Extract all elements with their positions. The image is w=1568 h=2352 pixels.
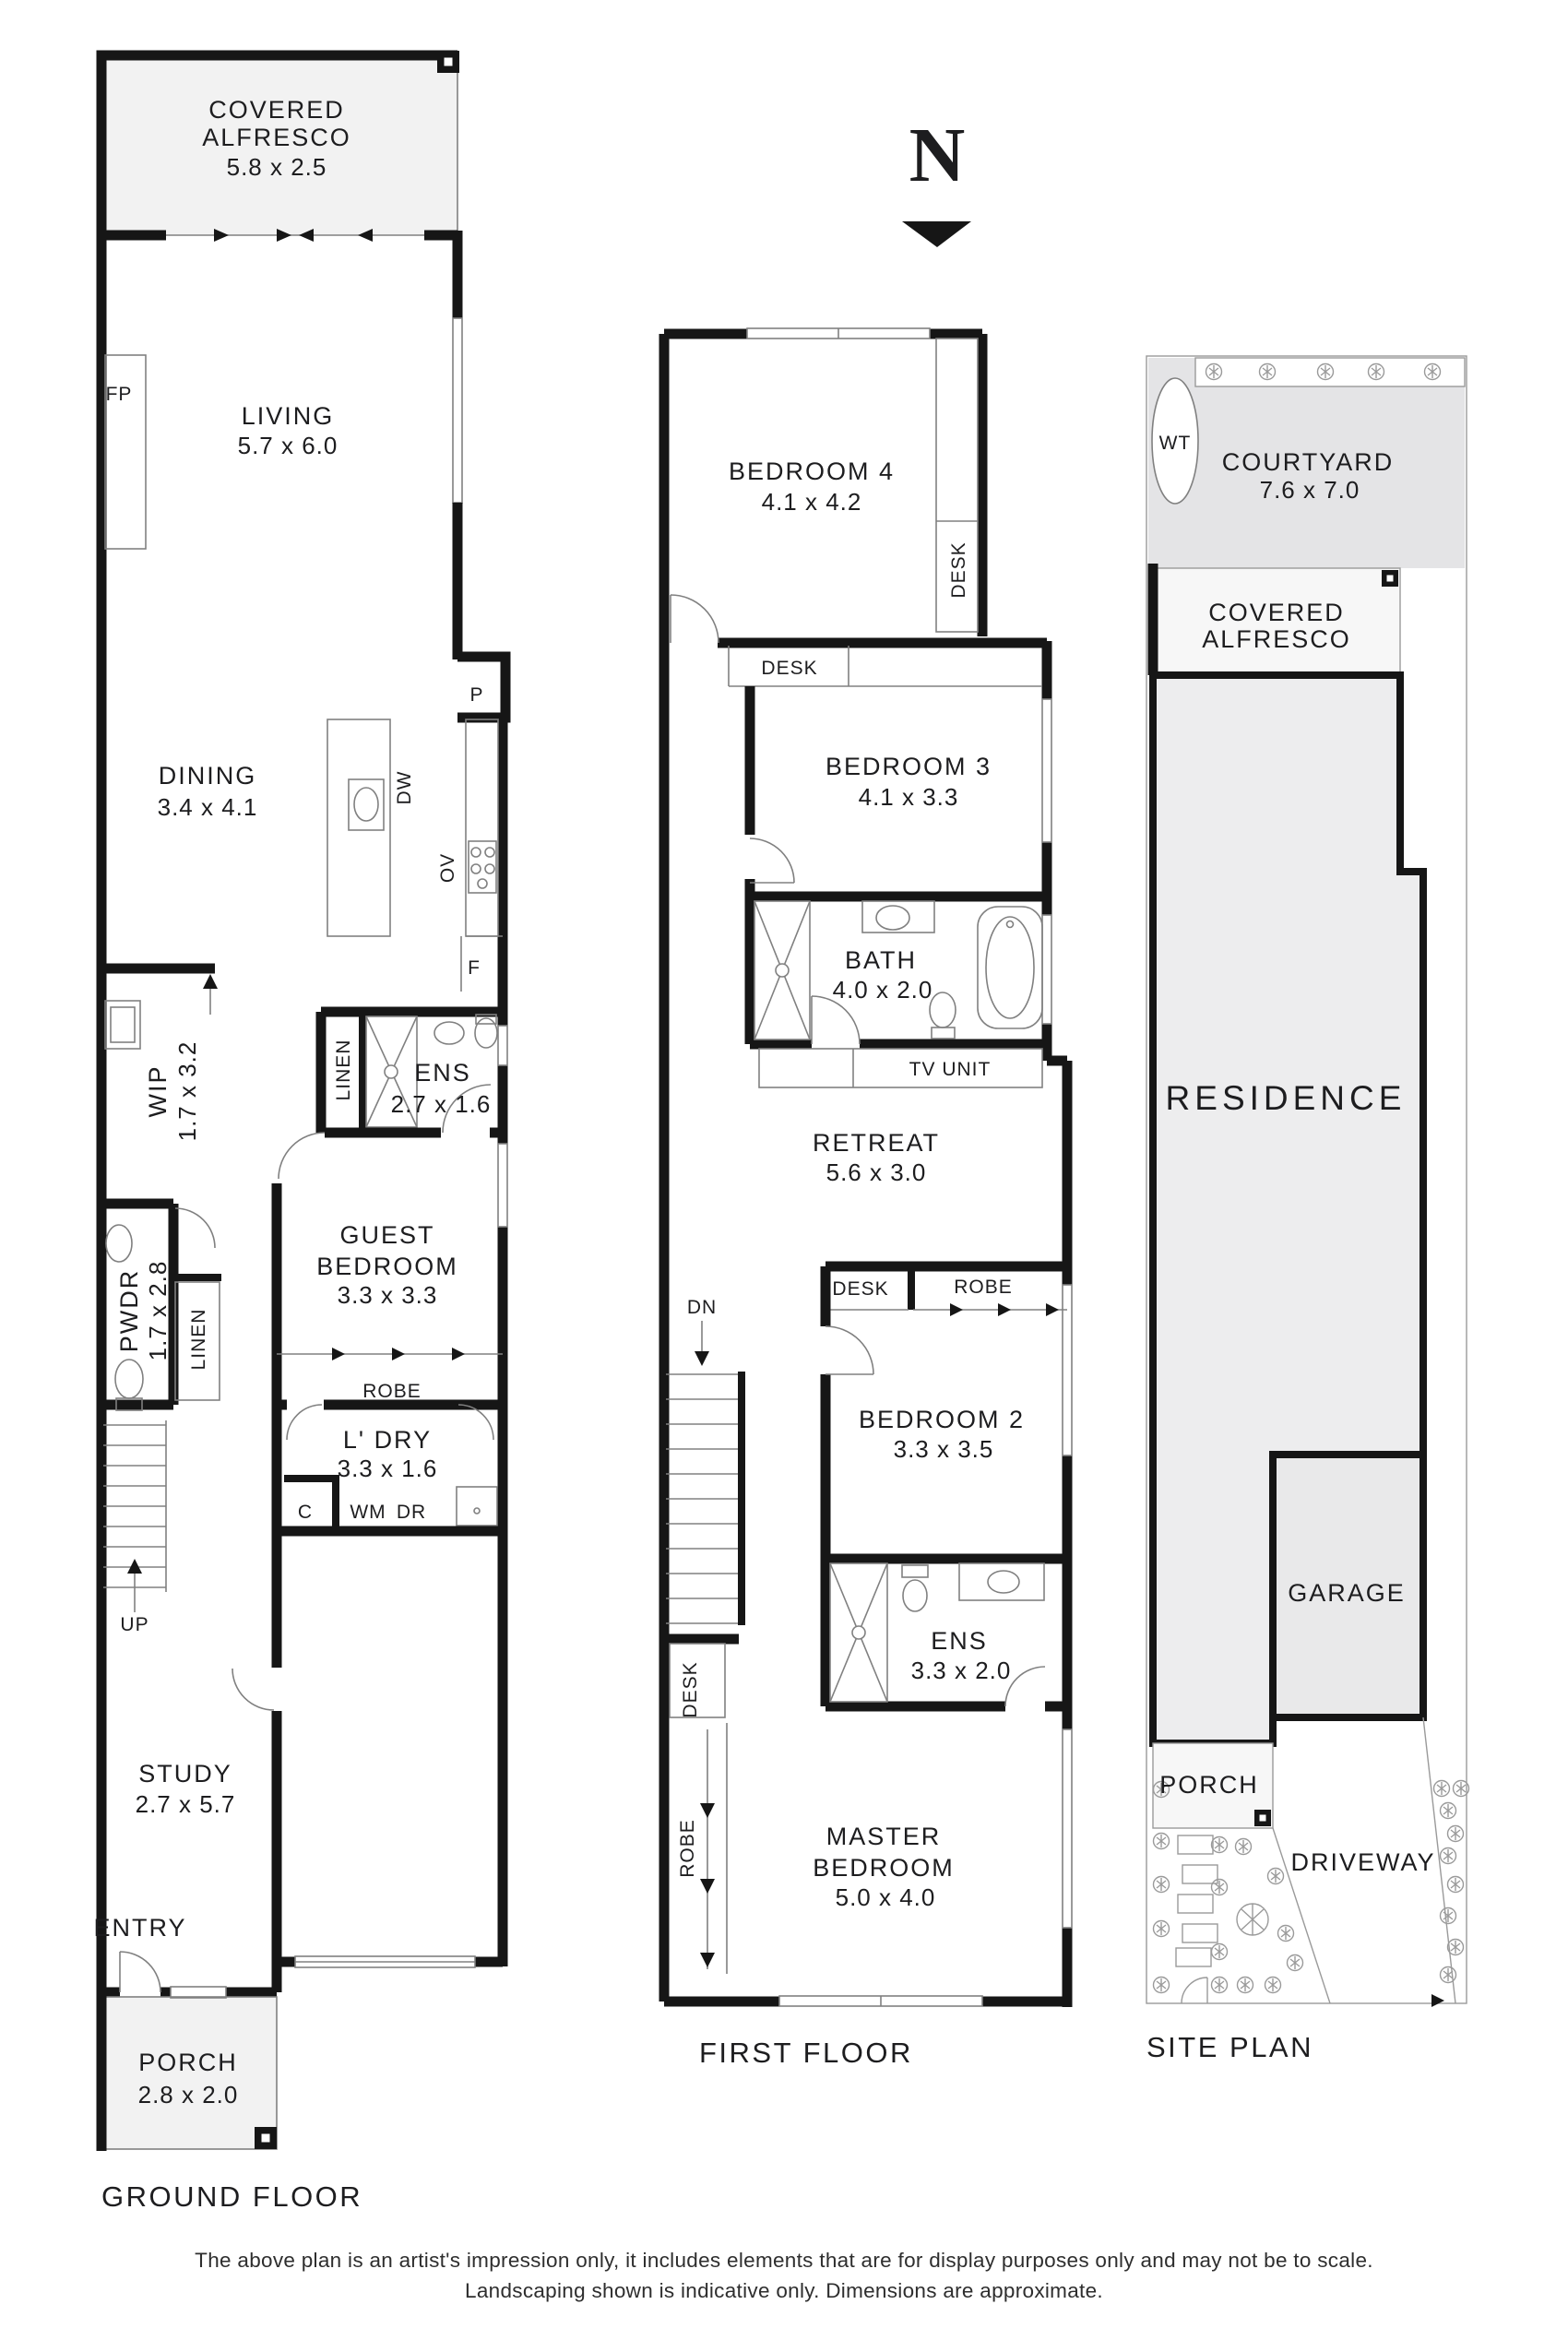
living-dim: 5.7 x 6.0 bbox=[238, 432, 339, 459]
ldry-label: L' DRY bbox=[343, 1426, 432, 1454]
dn-label: DN bbox=[687, 1297, 717, 1318]
guest-dim: 3.3 x 3.3 bbox=[338, 1281, 438, 1309]
tv-unit-label: TV UNIT bbox=[909, 1059, 992, 1080]
alfresco-dim: 5.8 x 2.5 bbox=[227, 153, 327, 181]
site-alfresco-label-2: ALFRESCO bbox=[1202, 625, 1351, 653]
ground-floor-title: GROUND FLOOR bbox=[101, 2180, 362, 2213]
stairs-down bbox=[666, 1321, 745, 1625]
stairs-up bbox=[103, 1420, 167, 1612]
bedroom2-label: BEDROOM 2 bbox=[859, 1406, 1025, 1433]
wt-label: WT bbox=[1159, 433, 1192, 454]
dining-label: DINING bbox=[159, 762, 257, 790]
alfresco-label: COVERED bbox=[208, 96, 345, 124]
compass: N bbox=[902, 113, 971, 247]
porch-label: PORCH bbox=[138, 2049, 238, 2076]
master-dim: 5.0 x 4.0 bbox=[836, 1883, 936, 1911]
driveway-label: DRIVEWAY bbox=[1290, 1848, 1435, 1876]
site-porch-post-icon bbox=[1254, 1810, 1271, 1826]
ens-first-dim: 3.3 x 2.0 bbox=[911, 1657, 1012, 1684]
fridge-label: F bbox=[468, 957, 481, 979]
bath-dim: 4.0 x 2.0 bbox=[833, 976, 933, 1004]
site-plan-title: SITE PLAN bbox=[1146, 2031, 1313, 2063]
robe-master-label: ROBE bbox=[677, 1819, 698, 1878]
ens-ground-label: ENS bbox=[414, 1059, 471, 1087]
study-label: STUDY bbox=[138, 1760, 232, 1788]
robe-ground-label: ROBE bbox=[362, 1381, 422, 1402]
fireplace-label: FP bbox=[106, 384, 133, 405]
bedroom3-dim: 4.1 x 3.3 bbox=[859, 783, 959, 811]
linen-ens-label: LINEN bbox=[333, 1039, 354, 1101]
porch-area bbox=[101, 1997, 277, 2149]
desk-hall-label: DESK bbox=[761, 658, 817, 679]
linen-hall-label: LINEN bbox=[188, 1309, 209, 1371]
dishwasher-label: DW bbox=[394, 771, 415, 805]
site-porch-label: PORCH bbox=[1159, 1771, 1259, 1799]
pwdr-label: PWDR bbox=[115, 1269, 143, 1353]
bedroom4-dim: 4.1 x 4.2 bbox=[762, 488, 862, 516]
bath-label: BATH bbox=[845, 946, 917, 974]
wm-label: WM bbox=[350, 1502, 386, 1523]
living-label: LIVING bbox=[242, 402, 335, 430]
site-plan: WT COURTYARD 7.6 x 7.0 COVERED ALFRESCO … bbox=[1146, 355, 1470, 2063]
wip-label: WIP bbox=[144, 1065, 172, 1118]
bedroom4-label: BEDROOM 4 bbox=[729, 457, 895, 485]
guest-label-2: BEDROOM bbox=[316, 1253, 458, 1280]
bedroom2-dim: 3.3 x 3.5 bbox=[894, 1435, 994, 1463]
alfresco-label-2: ALFRESCO bbox=[202, 124, 351, 151]
porch-dim: 2.8 x 2.0 bbox=[138, 2081, 239, 2108]
first-floor-plan: BEDROOM 4 4.1 x 4.2 DESK DESK BEDROOM 3 … bbox=[659, 327, 1073, 2069]
study-dim: 2.7 x 5.7 bbox=[136, 1790, 236, 1818]
pwdr-dim: 1.7 x 2.8 bbox=[144, 1261, 172, 1361]
dryer-label: DR bbox=[397, 1502, 426, 1523]
disclaimer: The above plan is an artist's impression… bbox=[195, 2249, 1373, 2302]
ground-floor-plan: COVERED ALFRESCO 5.8 x 2.5 FP LIVING 5.7… bbox=[93, 50, 511, 2213]
courtyard-label: COURTYARD bbox=[1222, 448, 1395, 476]
desk-bed2-label: DESK bbox=[832, 1278, 888, 1300]
retreat-dim: 5.6 x 3.0 bbox=[826, 1158, 927, 1186]
site-boundary bbox=[1146, 355, 1467, 2004]
site-garage-area bbox=[1269, 1451, 1427, 1721]
entry-label: ENTRY bbox=[93, 1914, 186, 1942]
oven-label: OV bbox=[437, 853, 458, 883]
wip-dim: 1.7 x 3.2 bbox=[173, 1041, 201, 1142]
ldry-dim: 3.3 x 1.6 bbox=[338, 1455, 438, 1482]
bedroom3-label: BEDROOM 3 bbox=[826, 753, 992, 780]
compass-arrow-icon bbox=[902, 221, 971, 247]
porch-post-icon bbox=[255, 2127, 277, 2149]
ens-first-label: ENS bbox=[931, 1627, 988, 1655]
site-alfresco-post-icon bbox=[1382, 570, 1398, 587]
cupboard-label: C bbox=[298, 1502, 313, 1523]
pantry-label: P bbox=[469, 684, 483, 706]
courtyard-dim: 7.6 x 7.0 bbox=[1260, 476, 1360, 504]
robe-bed2-label: ROBE bbox=[954, 1277, 1013, 1298]
site-garage-label: GARAGE bbox=[1288, 1579, 1406, 1607]
disclaimer-line-2: Landscaping shown is indicative only. Di… bbox=[465, 2279, 1103, 2302]
disclaimer-line-1: The above plan is an artist's impression… bbox=[195, 2249, 1373, 2272]
courtyard-area bbox=[1148, 358, 1465, 568]
desk-bed4-label: DESK bbox=[948, 541, 969, 598]
residence-label: RESIDENCE bbox=[1166, 1079, 1407, 1117]
alfresco-area bbox=[101, 55, 457, 235]
dining-dim: 3.4 x 4.1 bbox=[158, 793, 258, 821]
ens-ground-dim: 2.7 x 1.6 bbox=[391, 1090, 492, 1118]
retreat-label: RETREAT bbox=[813, 1129, 940, 1157]
guest-label: GUEST bbox=[339, 1221, 434, 1249]
desk-master-label: DESK bbox=[680, 1661, 701, 1717]
master-label-2: BEDROOM bbox=[813, 1854, 955, 1882]
master-label: MASTER bbox=[826, 1823, 942, 1850]
up-label: UP bbox=[120, 1614, 148, 1635]
water-tank-icon bbox=[1151, 377, 1199, 505]
site-alfresco-label: COVERED bbox=[1208, 599, 1345, 626]
compass-north-label: N bbox=[909, 113, 966, 198]
first-floor-title: FIRST FLOOR bbox=[699, 2037, 913, 2069]
alfresco-post-icon bbox=[437, 51, 459, 73]
